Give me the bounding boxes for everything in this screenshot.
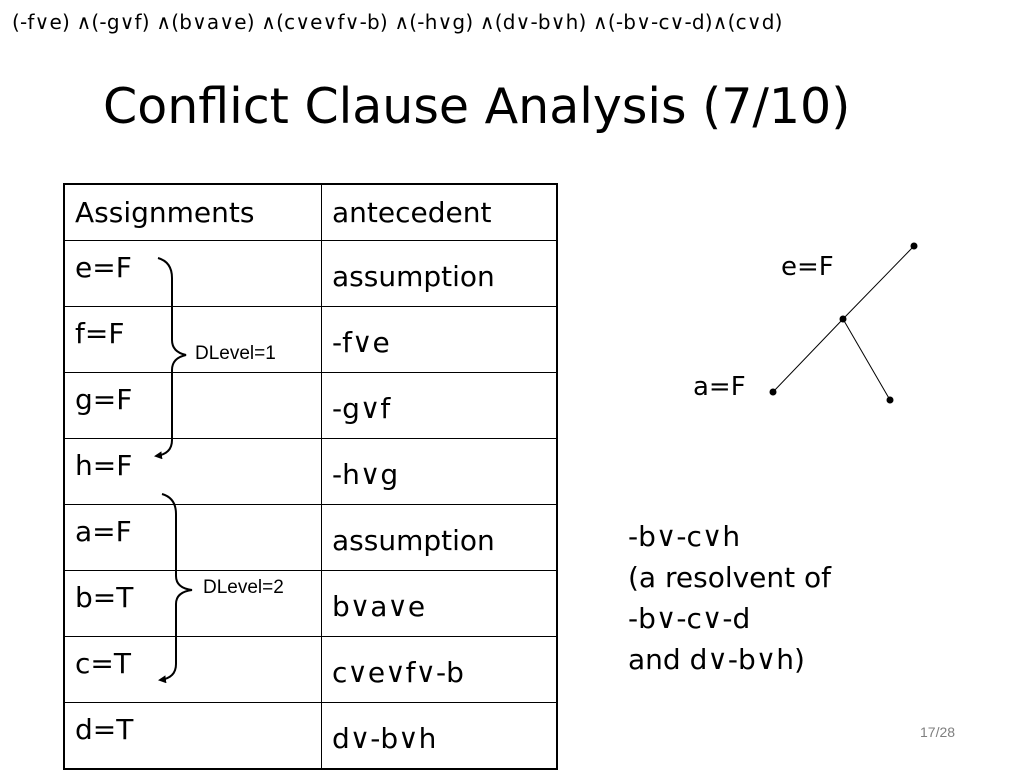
assignment-cell: e=F [63,240,322,307]
header-assignments: Assignments [63,183,322,241]
assignment-cell: b=T [63,570,322,637]
graph-edge [842,318,891,401]
assignment-cell: c=T [63,636,322,703]
table-row: c=T c∨e∨f∨-b [63,636,558,703]
graph-node [839,315,847,323]
graph-node [769,388,777,396]
graph-edge [772,318,844,393]
graph-node [886,396,894,404]
antecedent-cell: -h∨g [321,438,558,505]
assignment-cell: a=F [63,504,322,571]
assignment-cell: f=F [63,306,322,373]
antecedent-cell: -f∨e [321,306,558,373]
antecedent-cell: assumption [321,240,558,307]
table-row: b=T b∨a∨e [63,570,558,637]
table-header-row: Assignments antecedent [63,183,558,241]
resolvent-line: -b∨-c∨h [628,520,741,553]
antecedent-cell: b∨a∨e [321,570,558,637]
graph-edge [842,245,915,320]
resolvent-note: -b∨-c∨h (a resolvent of -b∨-c∨-d and d∨-… [628,516,831,680]
node-label-a: a=F [693,372,746,402]
table-row: a=F assumption [63,504,558,571]
dlevel-1-label: DLevel=1 [195,343,276,364]
resolvent-line: -b∨-c∨-d [628,602,751,635]
node-label-e: e=F [781,252,834,282]
table-row: d=T d∨-b∨h [63,702,558,770]
dlevel-2-label: DLevel=2 [203,577,284,598]
formula-line: (-f∨e) ∧(-g∨f) ∧(b∨a∨e) ∧(c∨e∨f∨-b) ∧(-h… [12,10,783,34]
antecedent-cell: assumption [321,504,558,571]
resolvent-line: (a resolvent of [628,561,832,594]
antecedent-cell: -g∨f [321,372,558,439]
antecedent-cell: c∨e∨f∨-b [321,636,558,703]
assignments-table: Assignments antecedent e=F assumption f=… [63,183,558,770]
resolvent-line: and d∨-b∨h) [628,643,805,676]
slide-title: Conflict Clause Analysis (7/10) [103,78,851,135]
antecedent-cell: d∨-b∨h [321,702,558,770]
table-row: e=F assumption [63,240,558,307]
assignment-cell: h=F [63,438,322,505]
header-antecedent: antecedent [321,183,558,241]
table-row: h=F -h∨g [63,438,558,505]
assignment-cell: g=F [63,372,322,439]
page-number: 17/28 [920,724,956,740]
table-row: f=F -f∨e [63,306,558,373]
assignment-cell: d=T [63,702,322,770]
graph-node [910,242,918,250]
table-row: g=F -g∨f [63,372,558,439]
